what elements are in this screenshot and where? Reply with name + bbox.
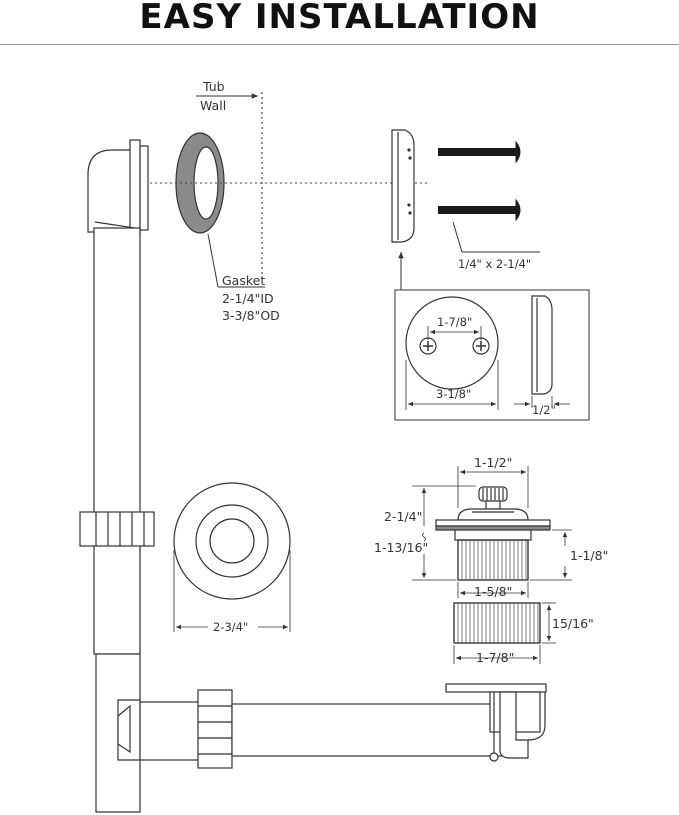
slip-nut-vertical	[79, 511, 155, 547]
tub-wall-marker: Tub Wall	[196, 79, 263, 282]
drain-tee	[117, 699, 201, 761]
plate-diameter-dimension: 3-1/8"	[405, 360, 499, 410]
screw-bottom	[438, 198, 521, 222]
shoe-diameter-dimension: 1-7/8"	[453, 645, 541, 665]
drain-flange-top-view	[173, 482, 291, 600]
faceplate-profile-small	[531, 295, 553, 395]
hole-spacing-label: 1-7/8"	[437, 315, 472, 329]
screw-callout: 1/4" x 2-1/4"	[452, 221, 540, 271]
gasket-callout: Gasket 2-1/4"ID 3-3/8"OD	[207, 233, 280, 323]
faceplate-front-view	[405, 296, 499, 390]
body-height-dimension: 1-1/8"	[530, 529, 608, 581]
drain-shoe-threaded-body	[453, 602, 541, 644]
flange-outer-label: 1-13/16"	[374, 540, 428, 555]
drain-shoe-assembly	[445, 683, 547, 762]
screw-size-label: 1/4" x 2-1/4"	[458, 257, 531, 271]
shoe-diameter-label: 1-7/8"	[476, 650, 514, 665]
stopper-height-label: 2-1/4"	[384, 509, 422, 524]
overflow-elbow	[87, 139, 149, 235]
gasket-label: Gasket	[222, 273, 265, 288]
faceplate-side-view	[391, 129, 415, 243]
stopper-height-dimension: 2-1/4" 1-13/16"	[374, 485, 476, 581]
stopper-top-label: 1-1/2"	[474, 455, 512, 470]
screw-top	[438, 140, 521, 164]
body-height-label: 1-1/8"	[570, 548, 608, 563]
body-thread-dimension: 1-5/8"	[457, 582, 529, 599]
title-divider	[0, 44, 679, 45]
slip-nut-horizontal	[197, 689, 233, 769]
gasket-od-label: 3-3/8"OD	[222, 308, 280, 323]
gasket-id-label: 2-1/4"ID	[222, 291, 274, 306]
flange-diameter-label: 2-3/4"	[213, 620, 248, 634]
plate-diameter-label: 3-1/8"	[436, 387, 471, 401]
shoe-height-dimension: 15/16"	[542, 602, 594, 644]
plate-depth-label: 1/2"	[532, 403, 556, 417]
flange-diameter-dimension: 2-3/4"	[173, 550, 291, 634]
stopper-top-dimension: 1-1/2"	[457, 455, 529, 508]
body-thread-label: 1-5/8"	[474, 584, 512, 599]
hole-spacing-dimension: 1-7/8"	[427, 315, 482, 340]
plate-depth-dimension: 1/2"	[514, 396, 570, 417]
shoe-height-label: 15/16"	[552, 616, 594, 631]
wall-label: Wall	[200, 98, 226, 113]
stopper-assembly	[435, 486, 551, 581]
drain-pipe-horizontal	[231, 703, 503, 757]
page-title: EASY INSTALLATION	[139, 0, 540, 37]
tub-label: Tub	[202, 79, 225, 94]
